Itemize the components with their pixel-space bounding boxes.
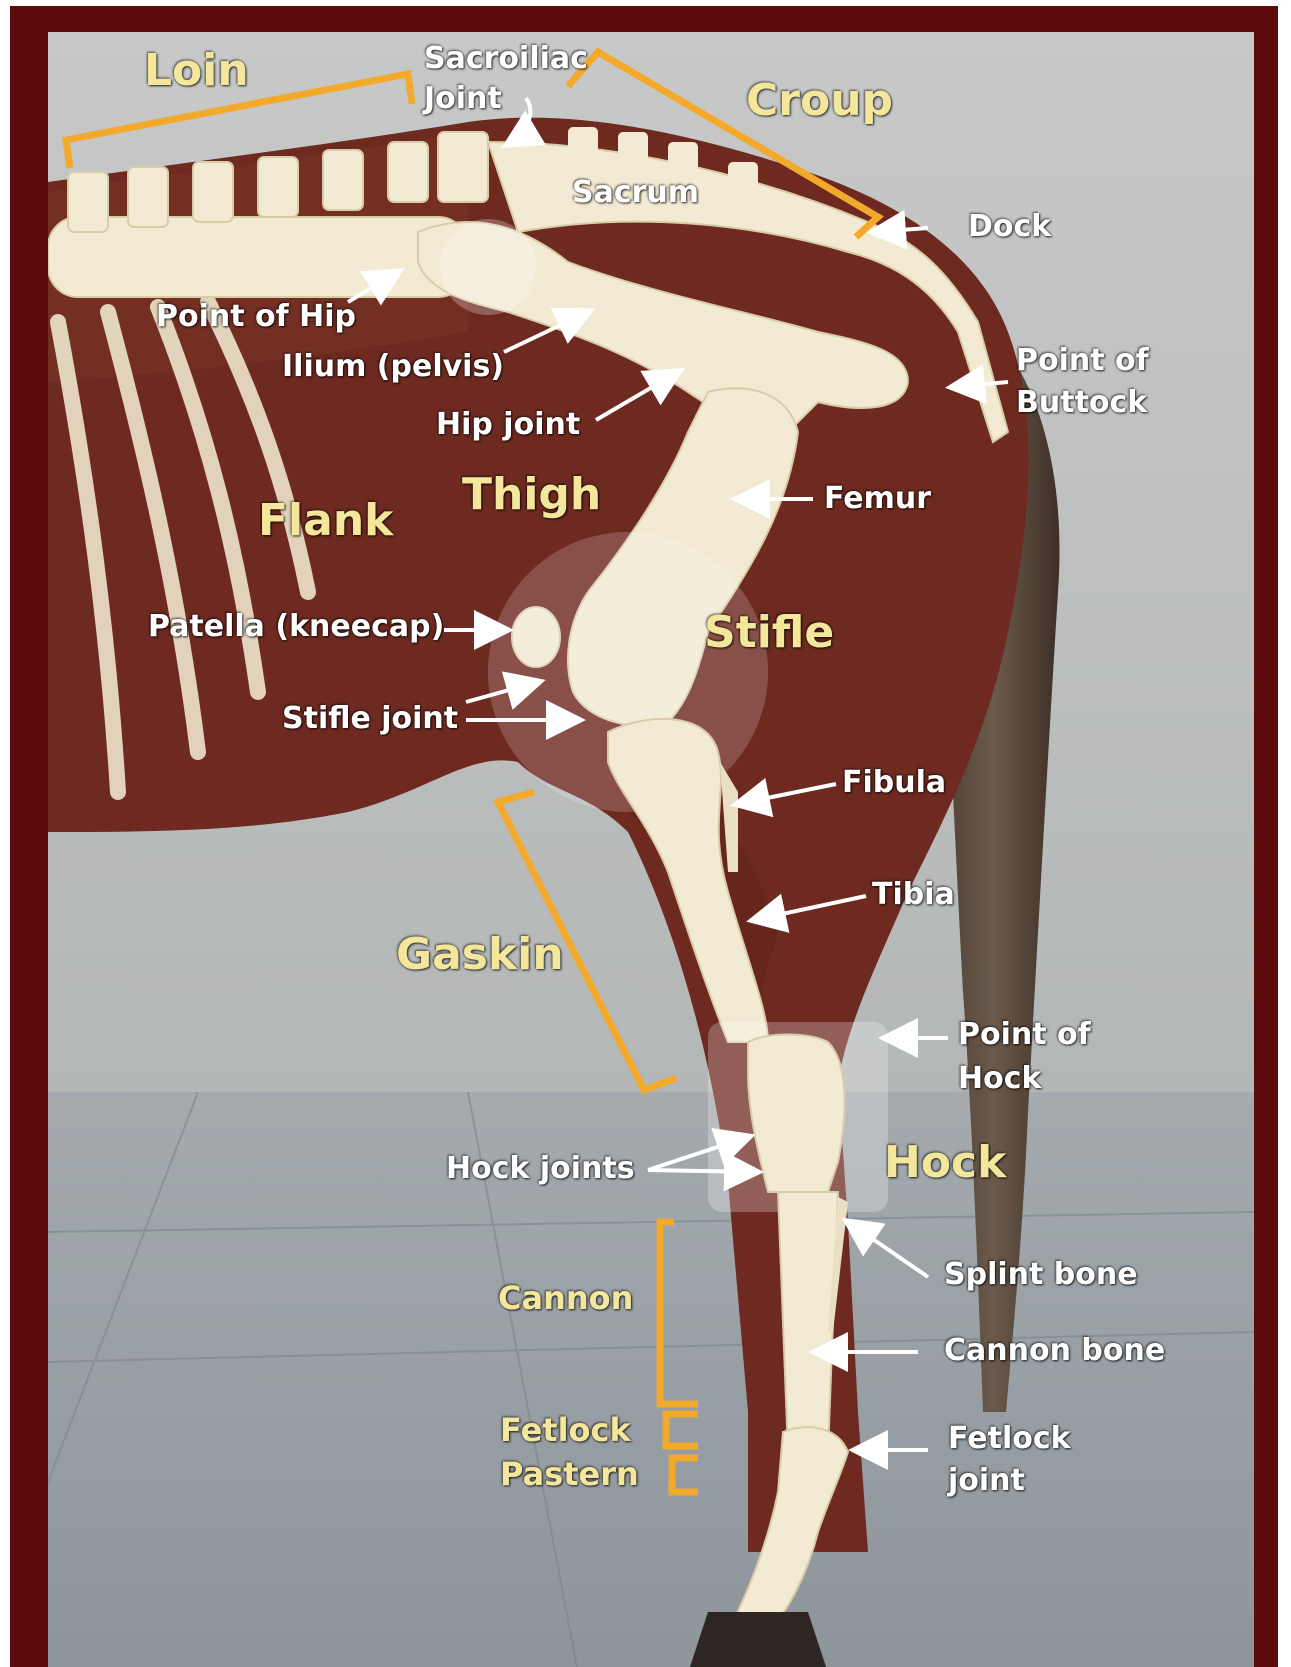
stifle-label: Stifle [704,608,834,659]
sacroiliac-label-line1: Sacroiliac [424,42,588,77]
stifle-joint-label: Stifle joint [282,702,458,737]
anatomy-scene: Loin Croup Flank Thigh Stifle Gaskin Hoc… [48,32,1254,1667]
cannon-bone-label: Cannon bone [944,1334,1165,1369]
hock-label: Hock [884,1138,1006,1189]
tibia-label: Tibia [872,878,955,913]
hock-joints-arrow-2 [648,1170,756,1172]
fibula-label: Fibula [842,766,946,801]
thigh-label: Thigh [462,470,601,521]
cannon-label: Cannon [498,1280,633,1317]
sacroiliac-label-line2: Joint [424,82,502,117]
dock-label: Dock [968,210,1051,245]
croup-label: Croup [746,76,893,127]
sacrum-label: Sacrum [572,176,699,211]
image-frame: Loin Croup Flank Thigh Stifle Gaskin Hoc… [10,6,1278,1667]
fetlock-label: Fetlock [500,1412,631,1449]
point-of-hip-highlight [440,219,536,315]
femur-label: Femur [824,482,931,517]
hock-bones [748,1035,845,1193]
point-of-buttock-label-line2: Buttock [1016,386,1147,421]
fetlock-joint-label-line2: joint [948,1464,1025,1499]
point-of-hock-label-line2: Hock [958,1062,1041,1097]
flank-label: Flank [258,496,393,547]
patella-label: Patella (kneecap) [148,610,444,645]
hock-joints-label: Hock joints [446,1152,635,1187]
gaskin-label: Gaskin [396,930,564,981]
loin-label: Loin [144,46,249,97]
pastern-label: Pastern [500,1456,639,1493]
hip-joint-label: Hip joint [436,408,580,443]
horse-hindquarter-illustration [48,32,1254,1667]
splint-bone-label: Splint bone [944,1258,1138,1293]
point-of-buttock-label-line1: Point of [1016,344,1149,379]
hoof [688,1612,828,1667]
ilium-label: Ilium (pelvis) [282,350,504,385]
point-of-hip-label: Point of Hip [156,300,356,335]
fetlock-joint-label-line1: Fetlock [948,1422,1071,1457]
floor-background [48,1092,1254,1667]
point-of-hock-label-line1: Point of [958,1018,1091,1053]
